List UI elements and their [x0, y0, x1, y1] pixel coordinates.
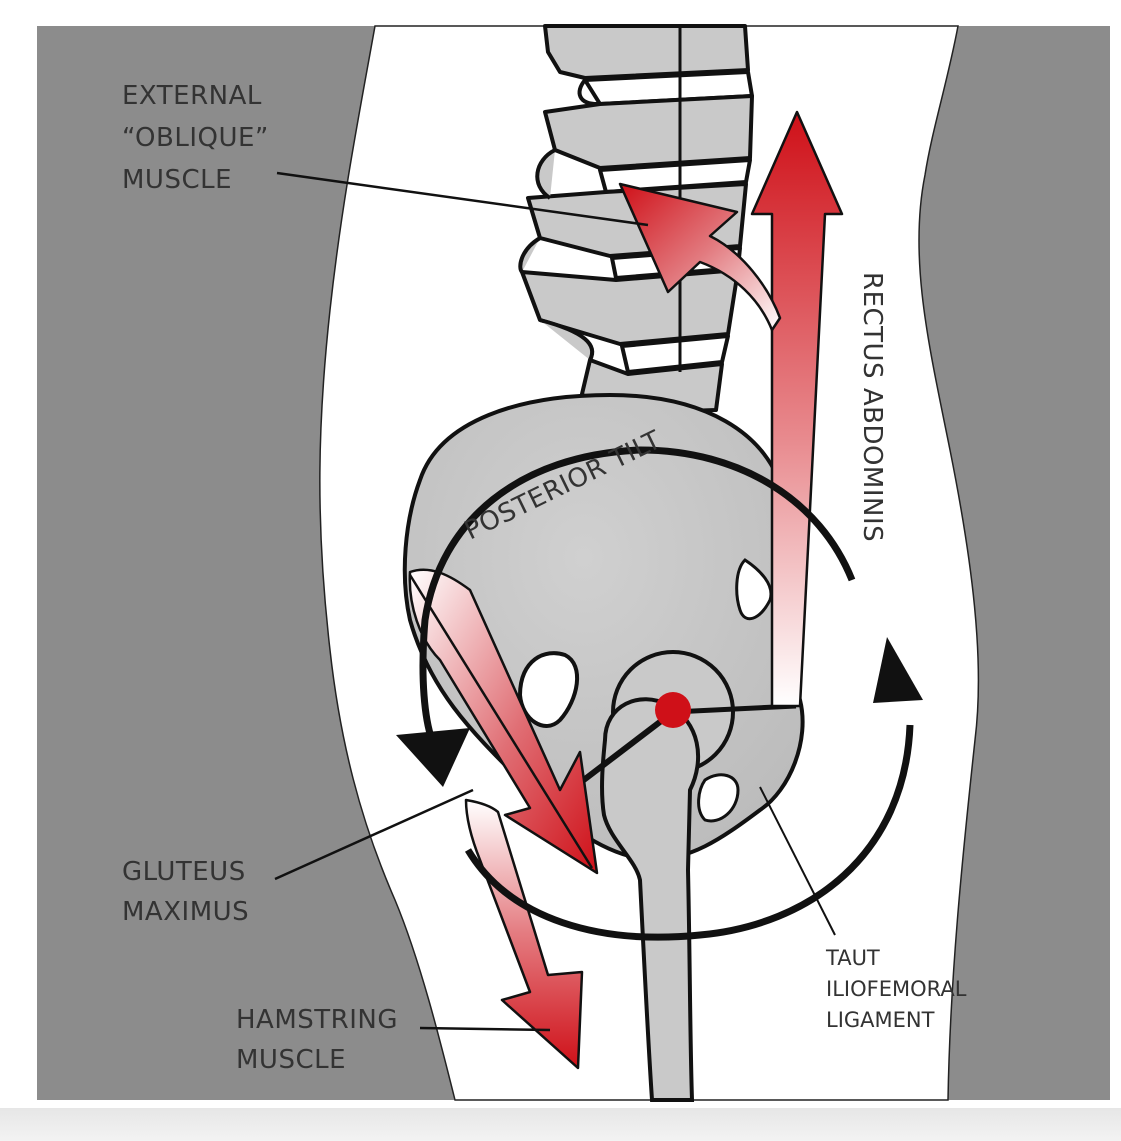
label-hamstring-1: HAMSTRING — [236, 1005, 398, 1035]
label-taut-3: LIGAMENT — [826, 1008, 935, 1032]
label-rectus-abdominis: RECTUS ABDOMINIS — [857, 272, 887, 542]
label-external-oblique-3: MUSCLE — [122, 165, 232, 195]
frame-shadow — [0, 1108, 1121, 1141]
vertebra-1 — [545, 26, 748, 78]
label-external-oblique-1: EXTERNAL — [122, 81, 262, 111]
vertebra-2 — [545, 96, 752, 168]
label-external-oblique-2: “OBLIQUE” — [122, 123, 269, 153]
label-taut-2: ILIOFEMORAL — [826, 977, 967, 1001]
label-gluteus-2: MAXIMUS — [122, 897, 249, 927]
label-hamstring-2: MUSCLE — [236, 1045, 346, 1075]
label-taut-1: TAUT — [825, 946, 880, 970]
label-gluteus-1: GLUTEUS — [122, 857, 246, 887]
hip-joint-center — [655, 692, 691, 728]
